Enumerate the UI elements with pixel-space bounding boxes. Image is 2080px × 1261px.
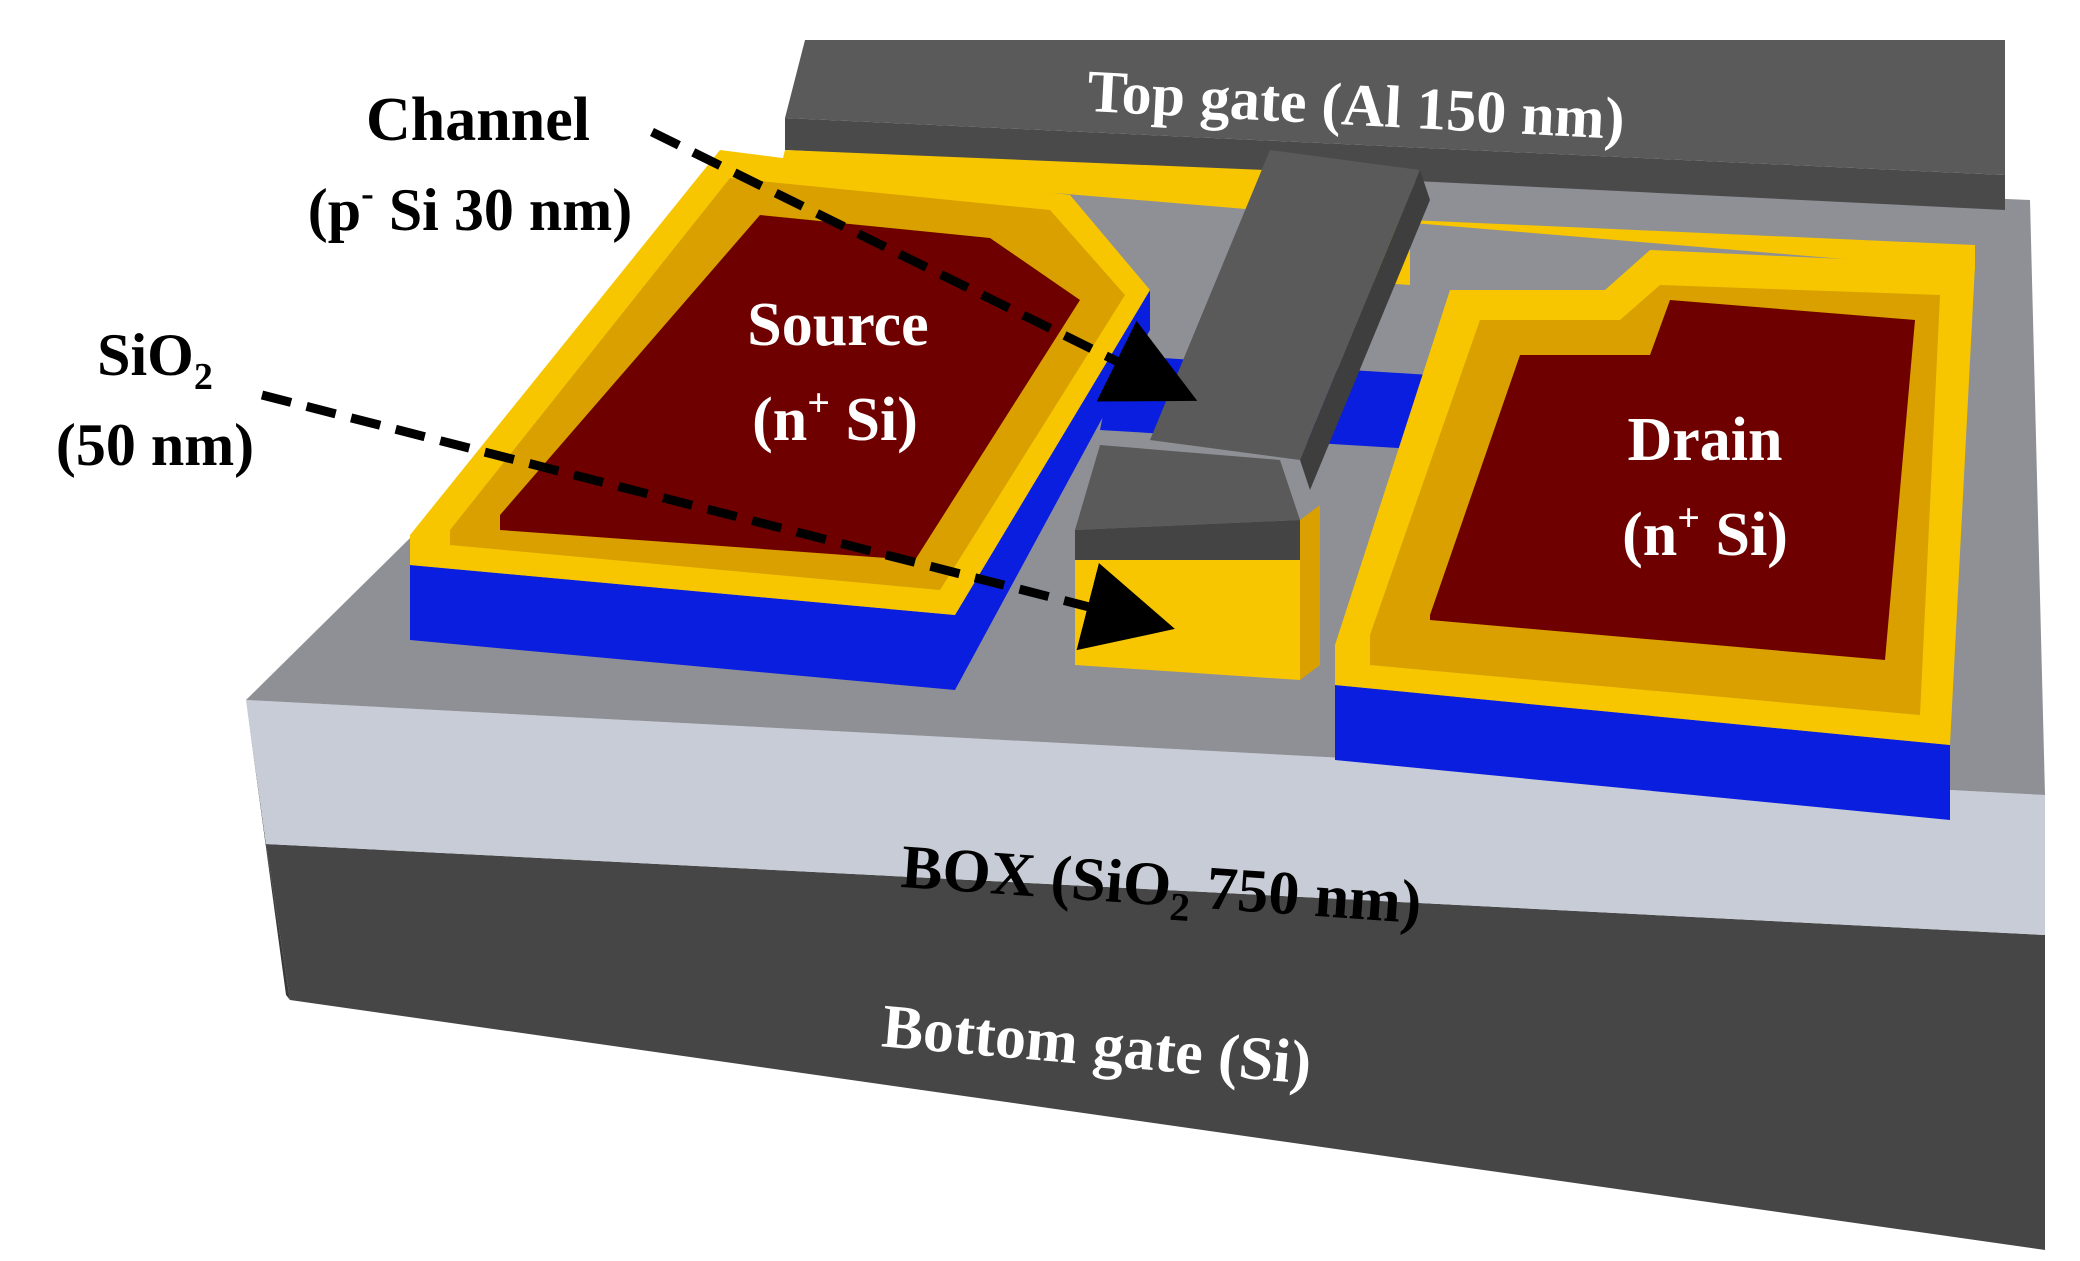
channel-arrow bbox=[650, 127, 1198, 402]
channel-label-line2: (p- Si 30 nm) bbox=[308, 173, 632, 243]
source-oxide-side bbox=[410, 290, 1150, 690]
source-si-region bbox=[500, 215, 1080, 560]
gate-stem-top bbox=[1150, 150, 1420, 460]
source-label-line1: Source bbox=[747, 291, 928, 359]
gate-front-block-top bbox=[1075, 445, 1300, 530]
drain-label-line2: (n+ Si) bbox=[1622, 495, 1788, 569]
drain-label-line1: Drain bbox=[1628, 406, 1783, 474]
gate-stem-side bbox=[1300, 170, 1430, 490]
gate-front-gold-side bbox=[1300, 505, 1320, 680]
gate-front-block-face bbox=[1075, 520, 1300, 560]
box-layer-front bbox=[246, 700, 2045, 935]
gate-front-gold bbox=[1075, 560, 1300, 680]
top-gate-pad-top bbox=[785, 40, 2005, 175]
top-gate-pad-front bbox=[785, 118, 2005, 210]
sio2-label-line1: SiO2 bbox=[97, 322, 213, 398]
drain-si-region bbox=[1430, 300, 1915, 660]
channel-label-line1: Channel bbox=[366, 86, 590, 154]
source-label-line2: (n+ Si) bbox=[752, 380, 918, 454]
sio2-arrow bbox=[260, 390, 1175, 651]
sio2-label-line2: (50 nm) bbox=[56, 412, 254, 478]
drain-oxide-side bbox=[1335, 685, 1950, 820]
gold-under-gate bbox=[780, 150, 1975, 285]
bottom-gate-front bbox=[266, 844, 2045, 1250]
